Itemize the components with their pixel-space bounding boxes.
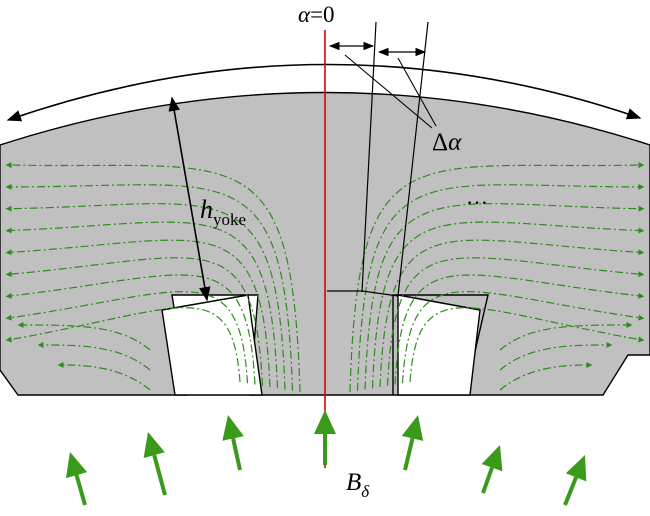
sector-line-1	[361, 21, 377, 293]
flux-line-right	[371, 221, 645, 389]
flux-line-left	[5, 203, 286, 390]
flux-line-left-tooth	[57, 362, 151, 391]
gap-arrow-up-icon	[65, 452, 88, 479]
gap-arrow-up-icon	[222, 415, 244, 441]
flux-line-left	[5, 162, 301, 393]
yoke-height-arrow	[168, 96, 211, 302]
slot-left	[161, 294, 263, 396]
delta-leader-2	[397, 57, 437, 127]
gap-arrow-up-icon	[481, 445, 503, 472]
delta-alpha-label: Δα	[432, 129, 462, 156]
delta-leader-1	[344, 54, 433, 129]
ellipsis-label: ···	[466, 190, 488, 215]
flux-line-left	[5, 239, 271, 388]
slot-right	[397, 294, 481, 396]
air-gap-field-arrows	[65, 410, 587, 506]
flux-line-right	[349, 162, 645, 393]
flux-line-right	[356, 183, 645, 391]
gap-arrow-shaft	[231, 438, 242, 471]
h-yoke-label: hyoke	[200, 195, 246, 229]
sector-line-2	[397, 21, 429, 297]
tooth-tip-line	[327, 290, 399, 297]
gap-arrow-shaft	[403, 437, 415, 471]
flux-line-right	[379, 239, 645, 388]
flux-line-left-tooth	[17, 322, 151, 351]
gap-arrow-up-icon	[401, 415, 424, 441]
flux-line-right	[401, 291, 645, 384]
gap-arrow-shaft	[563, 476, 578, 506]
flux-line-right	[364, 203, 645, 390]
gap-arrow-shaft	[74, 474, 87, 506]
gap-arrow-shaft	[152, 454, 167, 496]
flux-line-right	[386, 257, 645, 386]
flux-line-right-tooth	[499, 342, 613, 371]
flux-line-right-tooth	[499, 362, 593, 391]
gap-arrow-up-icon	[565, 455, 587, 482]
flux-line-left-tooth	[37, 342, 151, 371]
gap-arrow-up-icon	[314, 410, 336, 434]
flux-line-left	[5, 307, 241, 383]
flux-line-right-tooth	[499, 322, 633, 351]
gap-arrow-up-icon	[143, 432, 165, 459]
flux-lines	[5, 162, 645, 393]
flux-line-left	[5, 221, 279, 389]
alpha-zero-label: α=0	[298, 2, 335, 27]
flux-line-right	[394, 274, 645, 385]
flux-line-left	[5, 183, 294, 391]
b-delta-label: Bδ	[346, 469, 370, 501]
flux-line-right	[409, 307, 645, 383]
gap-arrow-shaft	[481, 466, 494, 494]
